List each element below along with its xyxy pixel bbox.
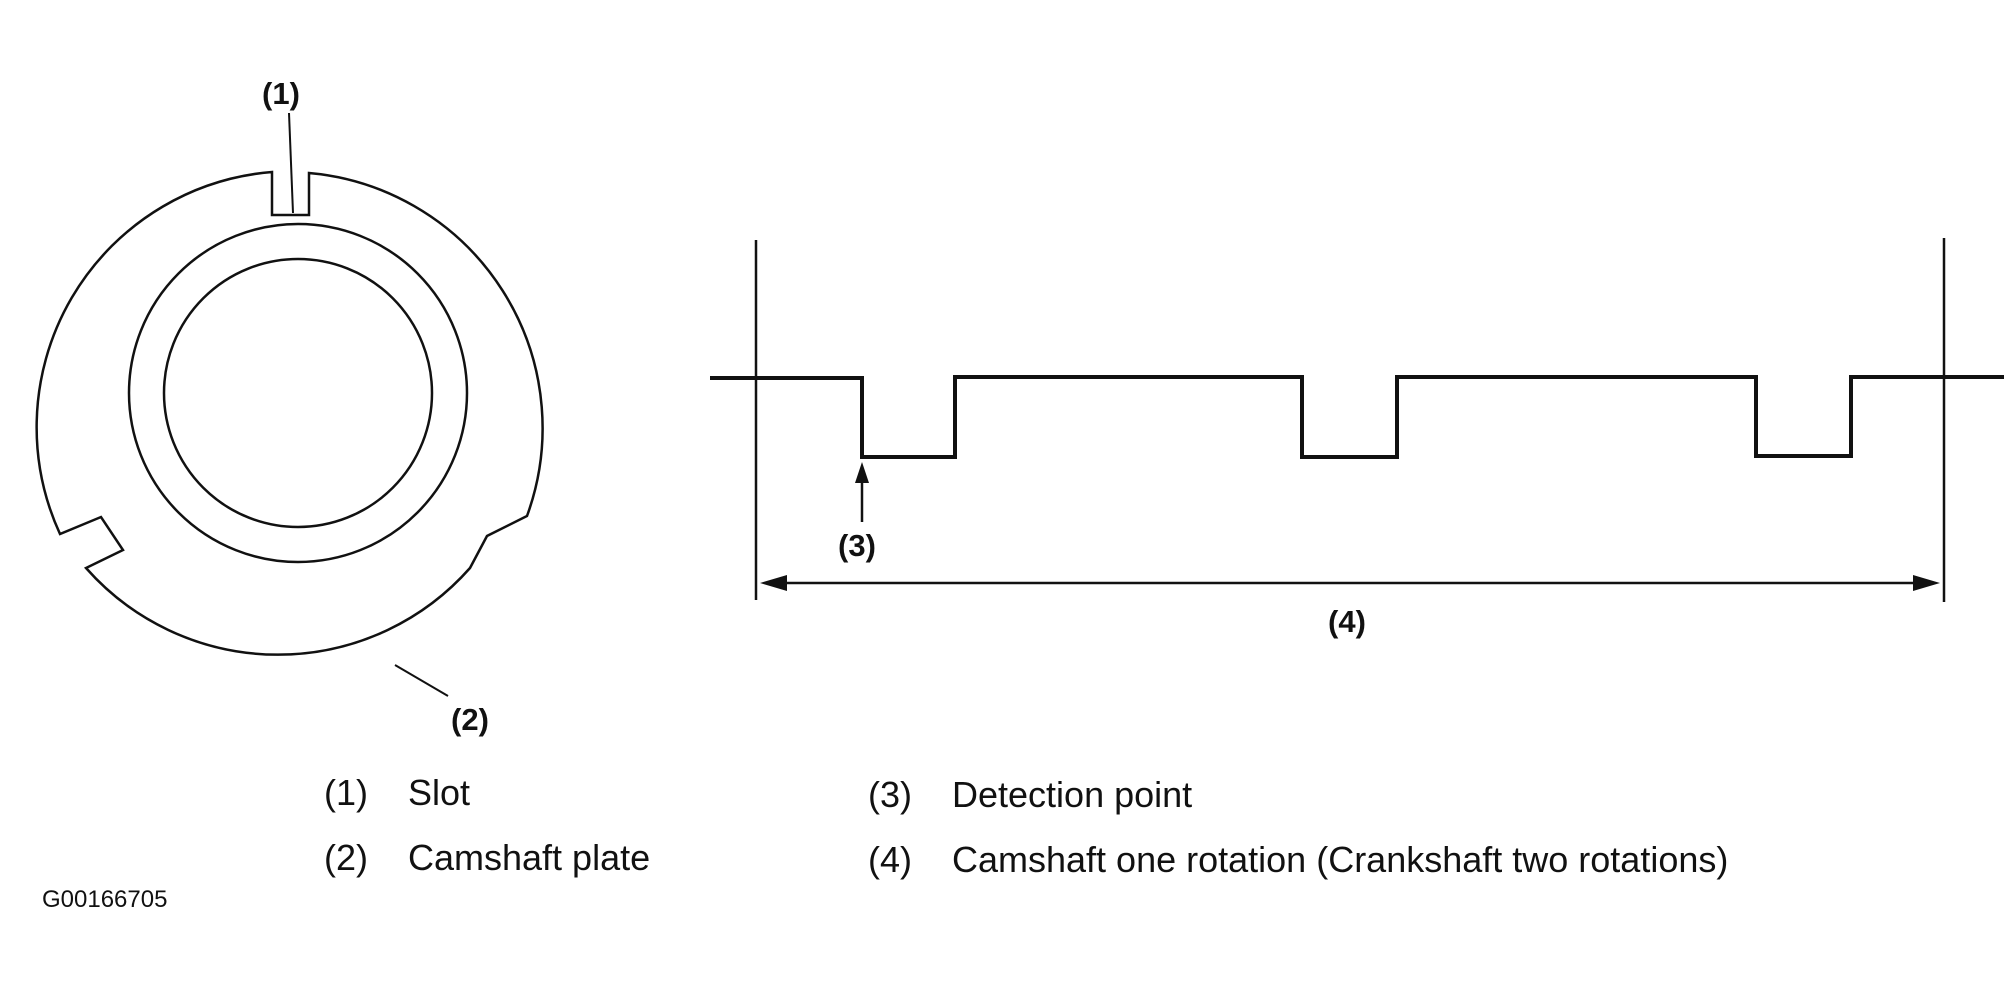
callout-detection-point: (3) bbox=[838, 528, 876, 563]
signal-waveform bbox=[710, 375, 2004, 459]
legend-label-one-rotation: Camshaft one rotation (Crankshaft two ro… bbox=[952, 839, 1729, 880]
legend-number-detection-point: (3) bbox=[868, 774, 912, 815]
dimension-arrow-right-head bbox=[1913, 575, 1940, 591]
callout-one-rotation: (4) bbox=[1328, 604, 1366, 639]
detection-arrow-head bbox=[855, 462, 869, 483]
callout-slot: (1) bbox=[262, 76, 300, 111]
signal-waveform-chart bbox=[710, 238, 2004, 602]
legend-label-camshaft-plate: Camshaft plate bbox=[408, 837, 651, 878]
camshaft-plate bbox=[35, 170, 544, 656]
legend-number-camshaft-plate: (2) bbox=[324, 837, 368, 878]
camshaft-plate-inner-ring bbox=[162, 257, 434, 529]
camshaft-plate-outline bbox=[35, 170, 544, 656]
legend-number-slot: (1) bbox=[324, 772, 368, 813]
callout-camshaft-plate: (2) bbox=[451, 702, 489, 737]
legend-number-one-rotation: (4) bbox=[868, 839, 912, 880]
dimension-arrow-left-head bbox=[760, 575, 787, 591]
camshaft-plate-middle-ring bbox=[127, 222, 469, 564]
legend-label-slot: Slot bbox=[408, 772, 471, 813]
detection-point-arrow bbox=[855, 462, 869, 522]
one-rotation-dimension bbox=[760, 575, 1940, 591]
camshaft-plate-leader-line bbox=[394, 664, 449, 697]
slot-leader-line bbox=[288, 112, 294, 214]
legend-label-detection-point: Detection point bbox=[952, 774, 1193, 815]
figure-id: G00166705 bbox=[42, 886, 168, 913]
